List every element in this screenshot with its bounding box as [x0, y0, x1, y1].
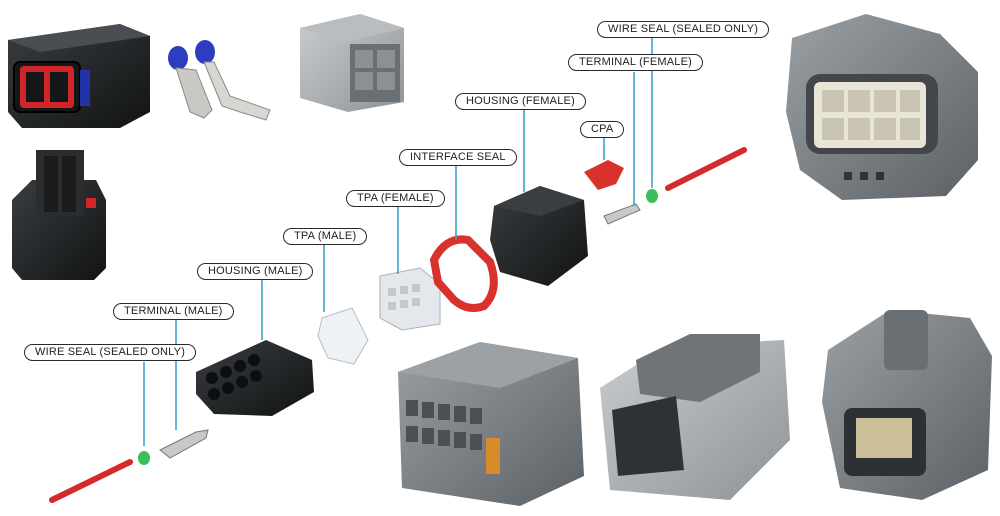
- label-tpa-female: TPA (FEMALE): [346, 190, 445, 207]
- label-wire-seal-female: WIRE SEAL (SEALED ONLY): [597, 21, 770, 38]
- wire-seal-female-part: [646, 189, 658, 203]
- grey-twelve-way-connector: [398, 342, 584, 506]
- grey-eight-way-connector: [786, 14, 978, 200]
- wire-female: [665, 147, 747, 191]
- terminal-female-part: [603, 203, 641, 225]
- label-terminal-male: TERMINAL (MALE): [113, 303, 234, 320]
- terminal-male-part: [159, 429, 209, 459]
- black-connector-red-face: [8, 24, 150, 128]
- black-connector-upright: [12, 150, 106, 280]
- wire-seal-male-part: [138, 451, 150, 465]
- label-housing-male: HOUSING (MALE): [197, 263, 314, 280]
- grey-two-way-connector: [600, 334, 790, 500]
- interface-seal-part: [429, 235, 498, 312]
- tpa-male-part: [317, 307, 369, 365]
- grey-six-way-connector: [300, 14, 404, 112]
- blue-seal-terminals: [168, 40, 271, 121]
- wire-male: [49, 459, 133, 503]
- housing-female-part: [490, 186, 588, 286]
- tpa-female-part: [379, 267, 441, 331]
- label-cpa: CPA: [580, 121, 625, 138]
- label-tpa-male: TPA (MALE): [283, 228, 368, 245]
- cpa-part: [584, 160, 624, 190]
- label-terminal-female: TERMINAL (FEMALE): [568, 54, 704, 71]
- grey-square-connector: [822, 310, 992, 500]
- label-interface-seal: INTERFACE SEAL: [399, 149, 517, 166]
- label-housing-female: HOUSING (FEMALE): [455, 93, 586, 110]
- label-wire-seal-male: WIRE SEAL (SEALED ONLY): [24, 344, 197, 361]
- housing-male-part: [196, 340, 314, 416]
